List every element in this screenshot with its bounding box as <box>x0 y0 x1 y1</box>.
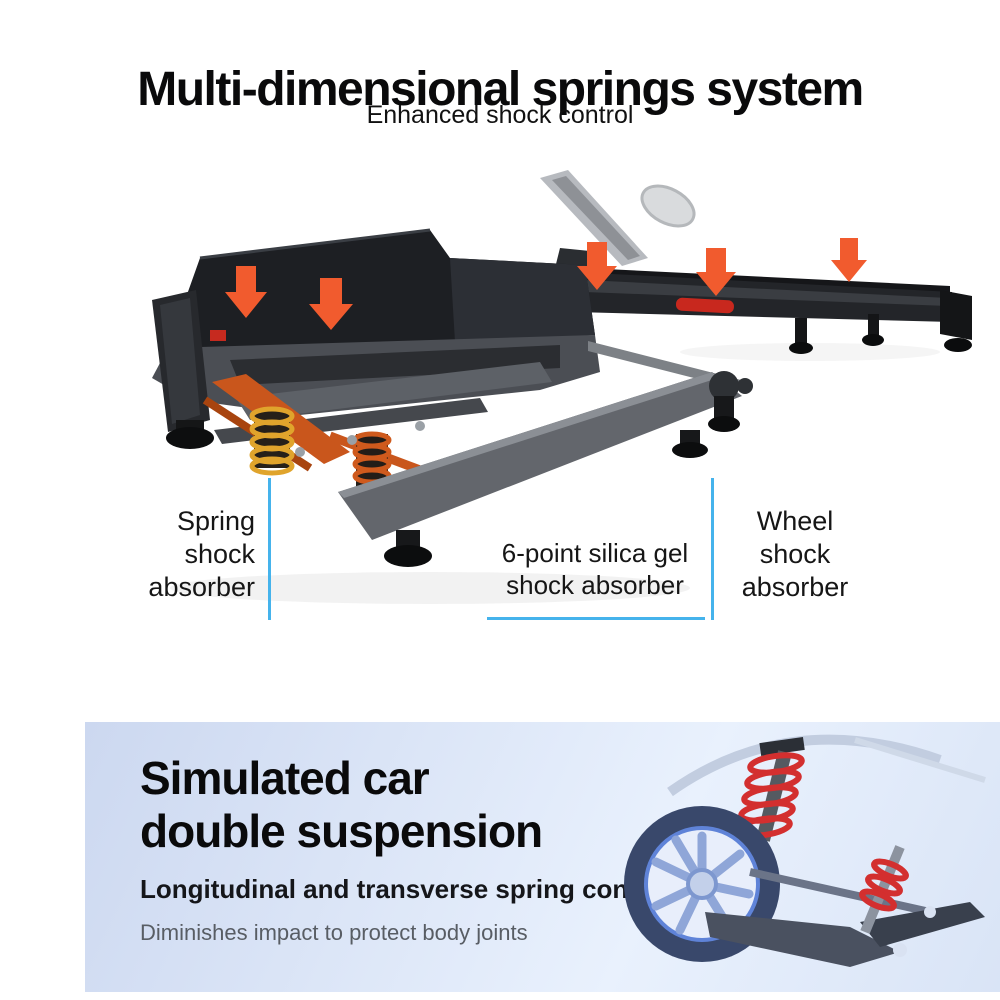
car-fender-outline <box>667 734 942 797</box>
panel-title: Simulated car double suspension <box>140 752 543 858</box>
callout-line-left <box>268 478 271 620</box>
power-switch <box>210 330 226 341</box>
car-suspension-illustration <box>624 734 986 967</box>
front-left-post <box>152 290 214 449</box>
wheel-shock-foot <box>868 314 879 336</box>
running-deck <box>575 268 972 354</box>
deck-red-accent <box>675 297 734 314</box>
down-arrow-icon <box>577 242 617 290</box>
folded-handlebar <box>540 170 696 272</box>
panel-note: Diminishes impact to protect body joints <box>140 920 528 945</box>
base-rail <box>338 371 742 567</box>
treadmill-svg <box>152 170 972 604</box>
wheel <box>624 806 780 962</box>
motor-hood <box>168 228 595 348</box>
control-arms <box>705 868 985 967</box>
spring-shock-absorbers <box>202 362 552 488</box>
floor-shadow <box>170 572 690 604</box>
treadmill-illustration: Spring shock absorber 6-point silica gel… <box>148 170 972 620</box>
callout-line-bottom <box>487 617 705 620</box>
arrow-group <box>225 238 867 330</box>
wheel-shock-foot <box>795 318 807 344</box>
callout-silica-gel-shock-absorber: 6-point silica gel shock absorber <box>501 538 689 600</box>
down-arrow-icon <box>225 266 267 318</box>
suspension-panel: Simulated car double suspension Longitud… <box>85 722 1000 992</box>
page-subtitle: Enhanced shock control <box>366 101 634 129</box>
rear-shock <box>859 845 909 934</box>
panel-subtitle: Longitudinal and transverse spring contr… <box>140 874 671 904</box>
callout-wheel-shock-absorber: Wheel shock absorber <box>741 506 849 602</box>
coil-spring-yellow <box>249 406 295 476</box>
callout-spring-shock-absorber: Spring shock absorber <box>148 506 255 602</box>
callout-line-right <box>711 478 714 620</box>
page-title: Multi-dimensional springs system <box>137 63 864 117</box>
down-arrow-icon <box>696 248 736 296</box>
down-arrow-icon <box>309 278 353 330</box>
strut-assembly <box>735 736 805 842</box>
down-arrow-icon <box>831 238 867 282</box>
car-body-line <box>854 737 986 783</box>
floor-shadow <box>680 343 940 361</box>
